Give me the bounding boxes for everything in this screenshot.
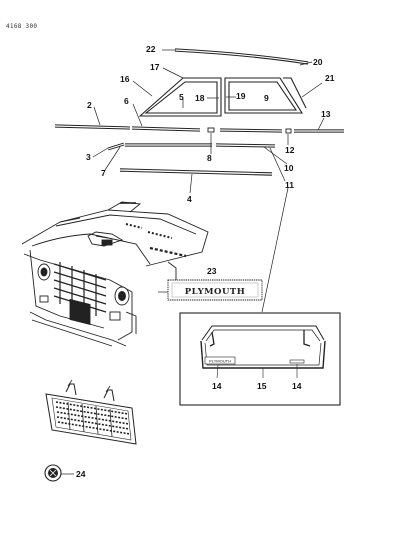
badge-text: PLYMOUTH (185, 287, 245, 297)
callout-11: 11 (285, 180, 294, 190)
plymouth-badge: PLYMOUTH (167, 279, 263, 301)
callout-14-right: 14 (292, 381, 302, 391)
callout-21: 21 (325, 73, 335, 83)
callout-4: 4 (187, 194, 192, 204)
drip-rail-moulding (174, 48, 309, 65)
inset-badge-text: PLYMOUTH (209, 359, 231, 364)
moulding-9-belt (219, 128, 283, 133)
grille-bars (53, 262, 107, 316)
callout-9: 9 (264, 93, 269, 103)
grille-assembly (45, 379, 137, 445)
callout-23: 23 (207, 266, 217, 276)
car-front-end (21, 201, 209, 347)
callout-22: 22 (146, 44, 156, 54)
callout-15: 15 (257, 381, 267, 391)
window-frame-mouldings (138, 77, 307, 117)
callout-6: 6 (124, 96, 129, 106)
moulding-8-clip (207, 127, 215, 133)
leader-lines (92, 49, 325, 313)
callout-18: 18 (195, 93, 205, 103)
callout-16: 16 (120, 74, 130, 84)
callout-10: 10 (284, 163, 294, 173)
moulding-2 (54, 124, 131, 130)
callout-14-left: 14 (212, 381, 222, 391)
callout-7: 7 (101, 168, 106, 178)
callout-19: 19 (236, 91, 246, 101)
callout-labels: 22 20 17 16 21 5 18 19 9 2 6 13 12 8 3 1… (76, 44, 335, 479)
moulding-4 (119, 168, 273, 176)
callout-8: 8 (207, 153, 212, 163)
callout-17: 17 (150, 62, 160, 72)
callout-2: 2 (87, 100, 92, 110)
callout-5: 5 (179, 92, 184, 102)
grille-emblem (44, 464, 74, 482)
moulding-12-clip (285, 128, 292, 134)
callout-3: 3 (86, 152, 91, 162)
drawing-code: 4168 300 (6, 23, 38, 30)
moulding-3 (107, 142, 125, 151)
callout-12: 12 (285, 145, 295, 155)
callout-13: 13 (321, 109, 331, 119)
moulding-6 (131, 126, 201, 132)
callout-20: 20 (313, 57, 323, 67)
rear-panel-inset: PLYMOUTH (179, 312, 341, 406)
body-side-mouldings (54, 124, 344, 176)
callout-24: 24 (76, 469, 86, 479)
moulding-10 (215, 143, 276, 148)
